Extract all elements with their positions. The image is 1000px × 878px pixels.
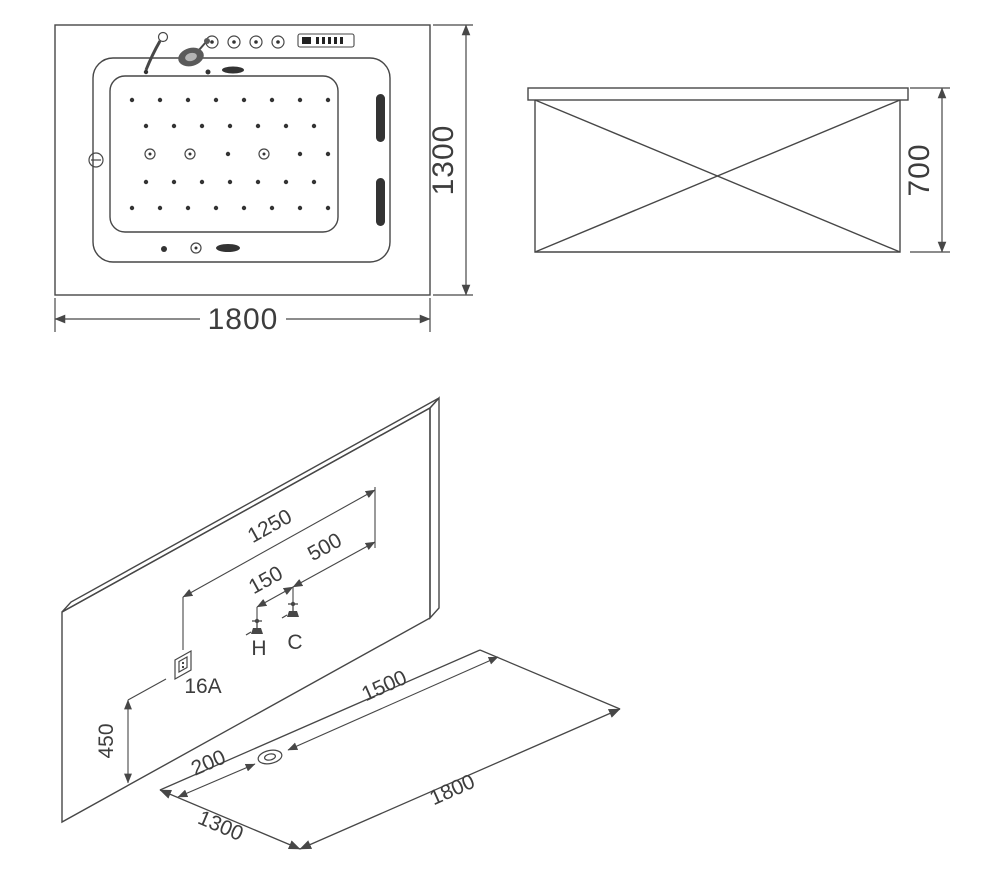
apron-cross-brace	[534, 99, 901, 253]
dimension-label-150: 150	[245, 562, 287, 599]
deck-fitting-icon	[205, 69, 211, 75]
dimension-label-1250: 1250	[244, 505, 296, 548]
top-view-width-dimension	[54, 298, 431, 335]
socket-rating-label: 16A	[184, 675, 221, 698]
dimension-label-tub-height: 700	[903, 143, 936, 196]
tub-rim-side	[527, 87, 909, 101]
jet-nozzles	[129, 97, 331, 211]
dimension-label-tub-width: 1800	[208, 303, 279, 336]
faucet-lever-icon	[143, 31, 169, 75]
deck-fitting-icon	[161, 246, 167, 252]
hand-shower-icon	[178, 38, 210, 67]
cold-water-label: C	[287, 631, 302, 654]
large-jets	[144, 148, 270, 160]
overflow-knob-icon	[88, 152, 104, 168]
wall-side-face	[429, 396, 440, 620]
hot-water-label: H	[251, 637, 266, 660]
deck-fitting-icon	[222, 66, 244, 74]
dimension-label-tub-depth: 1300	[427, 125, 460, 196]
tub-outer-edge	[54, 24, 431, 296]
dimension-label-450: 450	[95, 723, 118, 758]
dimension-label-500: 500	[304, 529, 346, 566]
floor-drain-icon	[257, 749, 283, 765]
grab-bar-icon	[376, 94, 385, 142]
deck-control-knobs	[205, 35, 285, 49]
wall-panel	[61, 396, 440, 824]
grab-bar-icon	[376, 178, 385, 226]
bathtub-top-view	[54, 24, 431, 296]
floor-dimension-lines	[177, 656, 499, 798]
wall-dimension-lines	[124, 487, 376, 784]
hot-water-tap-icon	[245, 618, 263, 636]
drain-control-icon	[190, 242, 202, 254]
installation-diagram: 1250 150 500 H C 16A 450 200 1500 1300 1…	[61, 396, 621, 850]
bathtub-side-view	[527, 87, 909, 253]
electrical-socket-icon	[174, 649, 192, 681]
top-view-height-dimension	[433, 24, 473, 296]
deck-fitting-icon	[216, 244, 240, 252]
tub-body-side	[534, 100, 901, 253]
cold-water-tap-icon	[281, 601, 299, 619]
tub-basin	[109, 75, 339, 233]
control-panel-icon	[297, 33, 355, 48]
side-view-height-dimension	[910, 87, 950, 253]
